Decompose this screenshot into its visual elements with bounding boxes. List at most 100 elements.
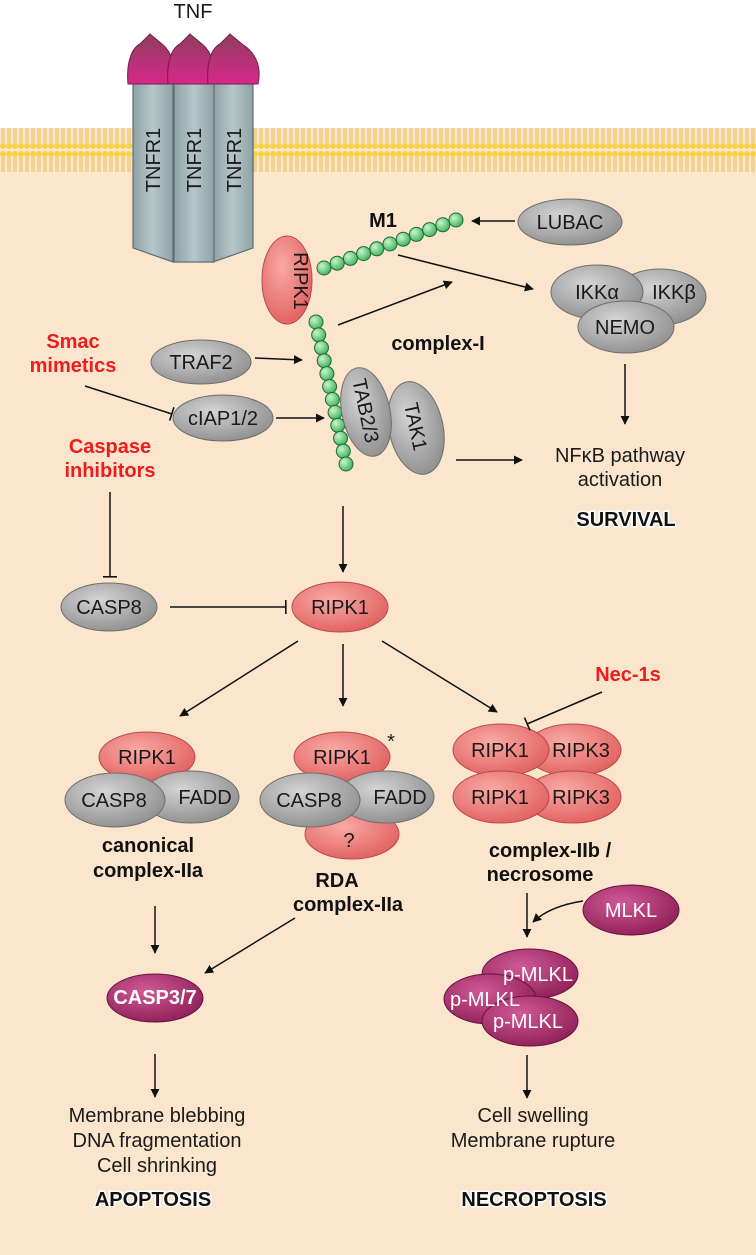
plasma-membrane xyxy=(0,128,756,178)
ripk1-to-canonical-arrow xyxy=(179,640,299,717)
pmlkl-bottom xyxy=(481,995,579,1047)
k63-ubiquitin-bead xyxy=(311,327,327,343)
necroptosis-feature-2: Membrane rupture xyxy=(451,1130,616,1152)
ciap-label: cIAP1/2 xyxy=(188,408,258,430)
m1-ubiquitin-bead xyxy=(448,212,464,228)
necrosome-ripk3-top-label: RIPK3 xyxy=(552,740,610,762)
k63-ubiquitin-bead xyxy=(335,443,351,459)
smac-label-1: Smac xyxy=(46,331,99,353)
casp8-protein xyxy=(60,582,158,632)
k63-ubiquitin-bead xyxy=(330,417,346,433)
canonical-complex-iia: RIPK1 FADD CASP8 xyxy=(64,731,240,828)
m1-ubiquitin-chain xyxy=(316,212,464,276)
k63-ubiquitin-bead xyxy=(308,314,324,330)
tnfr1-label-3: TNFR1 xyxy=(224,128,246,192)
rda-asterisk: * xyxy=(387,731,395,753)
extracellular-space xyxy=(0,0,756,128)
smac-label-2: mimetics xyxy=(30,355,117,377)
necrosome-label-2: necrosome xyxy=(487,864,594,886)
m1-ubiquitin-bead xyxy=(408,226,424,242)
canonical-casp8 xyxy=(64,772,166,828)
nemo-protein xyxy=(577,300,675,354)
rda-unknown-label: ? xyxy=(343,830,354,852)
nec1s-inhibits-necrosome xyxy=(523,691,603,731)
pmlkl-left-label: p-MLKL xyxy=(450,989,520,1011)
apoptosis-feature-2: DNA fragmentation xyxy=(73,1130,242,1152)
k63-ubiquitin-chain xyxy=(308,314,354,472)
tnf-label: TNF xyxy=(174,1,213,23)
k63-to-complex-arrow xyxy=(337,280,453,326)
rda-casp8-label: CASP8 xyxy=(276,790,342,812)
traf2-to-k63-arrow xyxy=(254,355,303,365)
k63-ubiquitin-bead xyxy=(319,366,335,382)
ikk-alpha-label: IKKα xyxy=(575,282,619,304)
m1-label: M1 xyxy=(369,210,397,232)
canonical-label-2: complex-IIa xyxy=(93,860,204,882)
m1-ubiquitin-bead xyxy=(395,231,411,247)
necroptosis-feature-1: Cell swelling xyxy=(477,1105,588,1127)
casp8-label: CASP8 xyxy=(76,597,142,619)
nemo-label: NEMO xyxy=(595,317,655,339)
rda-to-casp37-arrow xyxy=(204,917,296,974)
mlkl-to-pmlkl-arrow xyxy=(532,900,584,923)
rda-fadd-label: FADD xyxy=(373,787,426,809)
rda-casp8 xyxy=(259,772,361,828)
ripk1-to-necrosome-arrow xyxy=(381,640,498,713)
tnfr1-label-2: TNFR1 xyxy=(184,128,206,192)
m1-ubiquitin-bead xyxy=(382,236,398,252)
rda-label-1: RDA xyxy=(315,870,358,892)
k63-ubiquitin-bead xyxy=(324,392,340,407)
canonical-ripk1-label: RIPK1 xyxy=(118,747,176,769)
tnf-trimer xyxy=(127,33,260,85)
k63-ubiquitin-bead xyxy=(322,379,338,394)
apoptosis-label: APOPTOSIS xyxy=(95,1189,211,1211)
tab23-protein xyxy=(340,367,392,457)
rda-complex-iia: RIPK1 FADD CASP8 ? * xyxy=(259,731,435,860)
rda-label-2: complex-IIa xyxy=(293,894,404,916)
m1-ubiquitin-bead xyxy=(369,241,385,257)
pmlkl-top-label: p-MLKL xyxy=(503,964,573,986)
arrows xyxy=(84,216,630,1099)
tnfr1-trimer: TNFR1 TNFR1 TNFR1 xyxy=(132,79,254,263)
necroptosis-label: NECROPTOSIS xyxy=(461,1189,606,1211)
lubac-protein xyxy=(517,198,623,246)
m1-ubiquitin-bead xyxy=(435,217,451,233)
mlkl-protein xyxy=(582,884,680,936)
ripk1-receptor-bound xyxy=(261,235,313,325)
pmlkl-bottom-label: p-MLKL xyxy=(493,1011,563,1033)
complex-i-label: complex-I xyxy=(391,333,484,355)
casp37-protein xyxy=(106,973,204,1023)
apoptosis-feature-3: Cell shrinking xyxy=(97,1155,217,1177)
ripk1-cytosolic xyxy=(291,581,389,633)
tnf-subunit-3 xyxy=(207,33,260,85)
k63-ubiquitin-bead xyxy=(314,340,329,356)
apoptosis-feature-1: Membrane blebbing xyxy=(69,1105,246,1127)
k63-ubiquitin-bead xyxy=(327,404,343,420)
ikk-beta-label: IKKβ xyxy=(652,282,696,304)
smac-inhibits-ciap xyxy=(84,385,175,421)
necrosome-ripk3-bottom-label: RIPK3 xyxy=(552,787,610,809)
necrosome-ripk1-top-label: RIPK1 xyxy=(471,740,529,762)
tnfr1-label-1: TNFR1 xyxy=(143,128,165,192)
casp37-label: CASP3/7 xyxy=(113,987,196,1009)
k63-ubiquitin-bead xyxy=(338,456,354,472)
caspase-inhibitors-label-2: inhibitors xyxy=(64,460,155,482)
m1-ubiquitin-bead xyxy=(422,222,438,238)
canonical-casp8-label: CASP8 xyxy=(81,790,147,812)
traf2-protein xyxy=(150,339,252,385)
necrosome-label-1: complex-IIb / xyxy=(489,840,612,862)
lubac-label: LUBAC xyxy=(537,212,604,234)
nfkb-label-2: activation xyxy=(578,469,663,491)
survival-label: SURVIVAL xyxy=(576,509,675,531)
rda-ripk1-label: RIPK1 xyxy=(313,747,371,769)
necrosome-ripk1-bottom-label: RIPK1 xyxy=(471,787,529,809)
k63-ubiquitin-bead xyxy=(316,353,332,369)
ripk1-receptor-label: RIPK1 xyxy=(289,252,311,310)
caspase-inhibitors-label-1: Caspase xyxy=(69,436,151,458)
m1-to-ikk-arrow xyxy=(397,254,534,292)
complex-iib-necrosome: RIPK1 RIPK1 RIPK3 RIPK3 xyxy=(452,723,622,824)
canonical-label-1: canonical xyxy=(102,835,194,857)
phospho-mlkl-oligomer: p-MLKL p-MLKL p-MLKL xyxy=(443,948,579,1047)
mlkl-label: MLKL xyxy=(605,900,657,922)
